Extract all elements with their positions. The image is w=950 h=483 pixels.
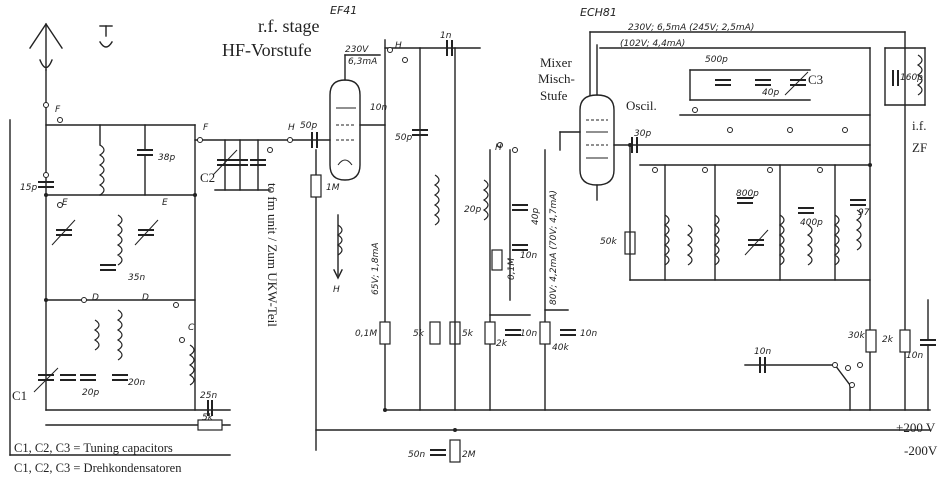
switch-e-1: E	[62, 198, 68, 208]
res-50k: 50k	[600, 237, 617, 247]
res-01m-b: 0,1M	[507, 258, 517, 280]
switch-f-1: F	[55, 105, 61, 115]
cap-40p: 40p	[762, 88, 779, 98]
res-2k-b: 2k	[882, 335, 894, 345]
cap-10n: 10n	[370, 103, 387, 113]
cap-10n-b: 10n	[520, 329, 537, 339]
switch-contacts	[43, 47, 872, 432]
switch-h-1: H	[288, 123, 295, 133]
antenna-symbols	[29, 22, 113, 71]
stufe-label: Stufe	[540, 88, 568, 103]
hf-vorstufe-label: HF-Vorstufe	[222, 40, 312, 60]
switch-h-3: H	[395, 41, 402, 51]
cap-15p: 15p	[20, 183, 37, 193]
heater-arrow	[333, 214, 343, 280]
cap-20p: 20p	[82, 388, 99, 398]
zf-label: ZF	[912, 140, 927, 155]
ech81-80v-label: 80V; 4,2mA (70V; 4,7mA)	[549, 190, 559, 305]
res-5k-b: 5k	[462, 329, 474, 339]
res-40k: 40k	[552, 343, 569, 353]
switch-f-2: F	[203, 123, 209, 133]
cap-160p: 160p	[900, 73, 923, 83]
res-5k-a: 5k	[413, 329, 425, 339]
oscillator-coil-bank	[629, 164, 871, 281]
input-coils	[93, 144, 195, 386]
cap-50p: 50p	[300, 121, 317, 131]
legend-de: C1, C2, C3 = Drehkondensatoren	[14, 461, 182, 475]
switch-d-1: D	[92, 293, 99, 303]
left-bus-wires	[9, 69, 231, 456]
ef41-label: EF41	[330, 4, 357, 17]
cap-400p: 400p	[800, 218, 823, 228]
cap-10n-c: 10n	[520, 251, 537, 261]
ef41-anode-network	[315, 39, 931, 463]
c2-network	[194, 132, 331, 191]
cap-1n: 1n	[440, 31, 452, 41]
legend-en: C1, C2, C3 = Tuning capacitors	[14, 441, 173, 455]
cap-38p: 38p	[158, 153, 175, 163]
res-30k: 30k	[848, 331, 865, 341]
c2-label: C2	[200, 170, 215, 185]
switch-h-2: H	[333, 285, 340, 295]
cap-50n: 50n	[408, 450, 425, 460]
switch-c-1: C	[188, 323, 195, 333]
cap-50p-2: 50p	[395, 133, 412, 143]
cap-40p-b: 40p	[531, 208, 541, 225]
cap-10n-d: 10n	[580, 329, 597, 339]
plus-200v-label: +200 V	[896, 420, 936, 435]
switch-h-4: H	[495, 143, 502, 153]
switch-d-2: D	[142, 293, 149, 303]
if-label: i.f.	[912, 118, 926, 133]
switch-e-2: E	[162, 198, 168, 208]
cap-20p-b: 20p	[464, 205, 481, 215]
c1-label: C1	[12, 388, 27, 403]
cap-25n: 25n	[200, 391, 217, 401]
ech81-tube	[559, 44, 871, 281]
res-5k: 5k	[202, 413, 214, 423]
ef41-tube	[310, 54, 386, 451]
cap-800p: 800p	[736, 189, 759, 199]
supply-230v-label: 230V; 6,5mA (245V; 2,5mA)	[628, 23, 754, 33]
ef41-65v-label: 65V; 1,8mA	[371, 243, 381, 296]
res-01m: 0,1M	[355, 329, 377, 339]
res-2m: 2M	[462, 450, 476, 460]
ef41-63ma-label: 6,3mA	[348, 57, 377, 67]
input-capacitors	[33, 149, 223, 431]
res-1m: 1M	[326, 183, 340, 193]
c3-label: C3	[808, 72, 823, 87]
rf-stage-label: r.f. stage	[258, 16, 319, 36]
ef41-230v-label: 230V	[345, 45, 369, 55]
oscil-label: Oscil.	[626, 98, 657, 113]
cap-10n-f: 10n	[754, 347, 771, 357]
supply-102v-label: (102V; 4,4mA)	[620, 39, 685, 49]
res-2k: 2k	[496, 339, 508, 349]
cap-500p: 500p	[705, 55, 728, 65]
cap-97: 97	[858, 208, 870, 218]
to-fm-unit-label: to fm unit / Zum UKW-Teil	[265, 183, 280, 327]
cap-30p: 30p	[634, 129, 651, 139]
mixer-label: Mixer	[540, 55, 572, 70]
ech81-label: ECH81	[580, 6, 617, 19]
cap-35n: 35n	[128, 273, 145, 283]
cap-10n-e: 10n	[906, 351, 923, 361]
misch-label: Misch-	[538, 71, 575, 86]
bottom-switch	[744, 357, 863, 411]
cap-20n: 20n	[128, 378, 145, 388]
minus-200v-label: -200V	[904, 443, 938, 458]
if-transformer	[865, 47, 936, 411]
